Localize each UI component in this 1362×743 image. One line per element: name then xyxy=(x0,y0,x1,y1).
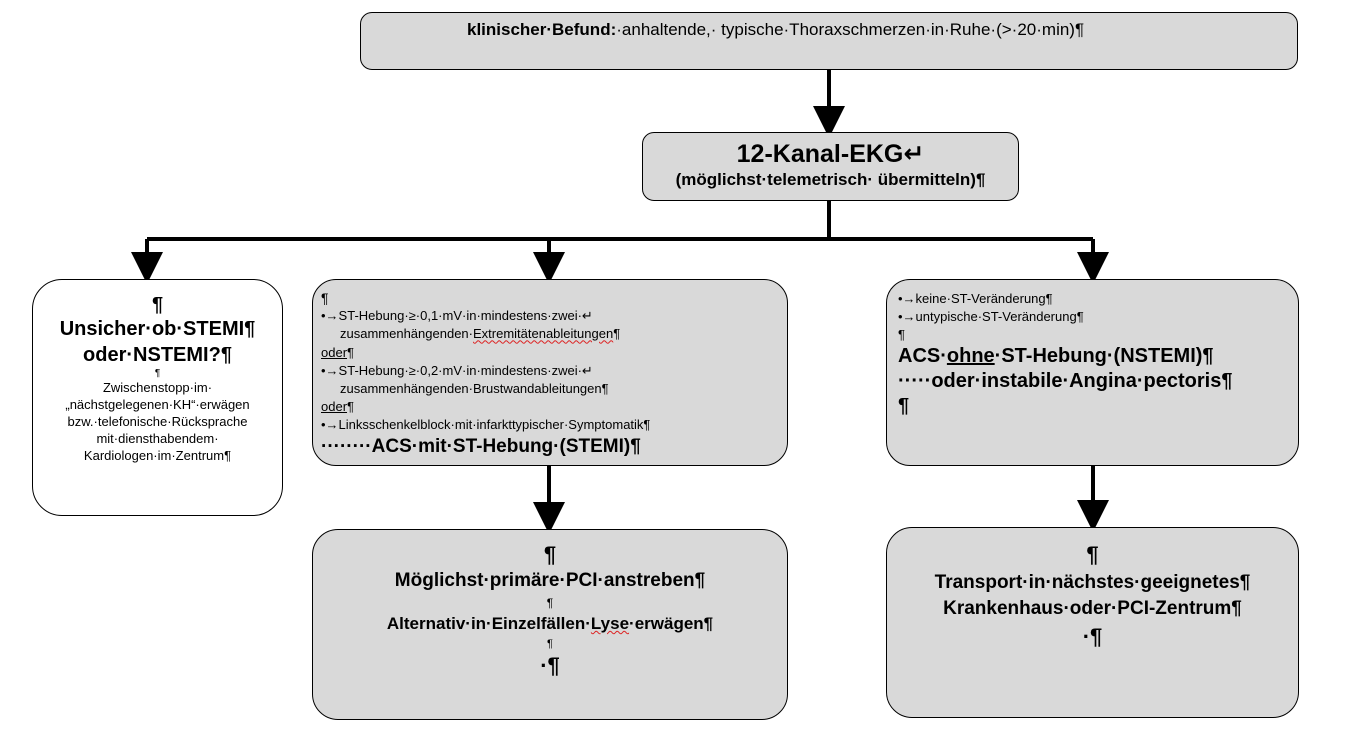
stemi-criterion-2: •→ST-Hebung·≥·0,2·mV·in·mindestens·zwei·… xyxy=(321,362,593,378)
stemi-or-1: oder¶ xyxy=(321,344,787,362)
unsure-title-2: oder·NSTEMI?¶ xyxy=(83,344,232,366)
pci-end: ·¶ xyxy=(540,653,560,678)
unsure-note-line: Kardiologen·im·Zentrum¶ xyxy=(83,448,232,463)
pci-small-pilcrow-2: ¶ xyxy=(547,638,553,650)
stemi-result-text: ACS·mit·ST-Hebung·(STEMI)¶ xyxy=(371,435,641,457)
pci-l2-wavy: Lyse xyxy=(590,614,630,633)
unsure-note: Zwischenstopp·im· „nächstgelegenen·KH“·e… xyxy=(33,379,282,464)
finding-text: ·anhaltende,· typische·Thoraxschmerzen·i… xyxy=(616,20,1085,39)
stemi-or-2: oder¶ xyxy=(321,398,787,416)
stemi-c1-text: zusammenhängenden· xyxy=(340,326,473,342)
stemi-or-1-word: oder xyxy=(321,344,348,360)
ekg-subtitle: (möglichst·telemetrisch· übermitteln)¶ xyxy=(675,170,986,189)
pci-line-1: Möglichst·primäre·PCI·anstreben¶ xyxy=(394,570,706,591)
unsure-stemi-box: ¶ Unsicher·ob·STEMI¶ oder·NSTEMI?¶ ¶ Zwi… xyxy=(32,279,283,516)
nstemi-r2-dots: ····· xyxy=(898,370,932,392)
stemi-result: ········ACS·mit·ST-Hebung·(STEMI)¶ xyxy=(321,435,787,459)
pci-pilcrow: ¶ xyxy=(543,542,557,567)
pci-line-2: Alternativ·in·Einzelfällen·Lyse·erwägen¶ xyxy=(313,613,787,635)
nstemi-criterion-2: •→untypische·ST-Veränderung¶ xyxy=(898,309,1084,324)
transport-pilcrow: ¶ xyxy=(1086,542,1099,567)
clinical-finding-box: klinischer·Befund:·anhaltende,· typische… xyxy=(360,12,1298,70)
finding-label: klinischer·Befund:·anhaltende,· typische… xyxy=(467,20,1084,39)
pci-l2-post: ·erwägen¶ xyxy=(629,614,714,633)
transport-line-2: Krankenhaus·oder·PCI-Zentrum¶ xyxy=(943,598,1242,619)
stemi-criterion-3: •→Linksschenkelblock·mit·infarkttypische… xyxy=(321,417,651,433)
nstemi-r1-pre: ACS· xyxy=(898,345,947,367)
nstemi-r1-underline: ohne xyxy=(946,345,995,367)
transport-end: ·¶ xyxy=(1082,624,1103,649)
unsure-note-line: Zwischenstopp·im· xyxy=(102,380,213,395)
transport-box: ¶ Transport·in·nächstes·geeignetes¶ Kran… xyxy=(886,527,1299,718)
pci-box: ¶ Möglichst·primäre·PCI·anstreben¶ ¶ Alt… xyxy=(312,529,788,720)
pci-l2-pre: Alternativ·in·Einzelfällen· xyxy=(386,614,591,633)
nstemi-result-1: ACS·ohne·ST-Hebung·(NSTEMI)¶ xyxy=(898,344,1298,369)
unsure-note-line: mit·diensthabendem· xyxy=(96,431,219,446)
transport-line-1: Transport·in·nächstes·geeignetes¶ xyxy=(934,572,1251,593)
stemi-pilcrow: ¶ xyxy=(321,290,329,306)
nstemi-result-2: ·····oder·instabile·Angina·pectoris¶ xyxy=(898,369,1298,394)
nstemi-box: •→keine·ST-Veränderung¶ •→untypische·ST-… xyxy=(886,279,1299,466)
unsure-note-line: „nächstgelegenen·KH“·erwägen xyxy=(65,397,250,412)
stemi-c1-end: ¶ xyxy=(613,326,621,342)
stemi-criterion-2-cont: zusammenhängenden·Brustwandableitungen¶ xyxy=(340,381,609,397)
stemi-c1-wavy: Extremitätenableitungen xyxy=(472,326,614,342)
unsure-pilcrow: ¶ xyxy=(151,294,164,316)
stemi-criteria-box: ¶ •→ST-Hebung·≥·0,1·mV·in·mindestens·zwe… xyxy=(312,279,788,466)
stemi-result-dots: ········ xyxy=(321,435,372,457)
nstemi-criterion-1: •→keine·ST-Veränderung¶ xyxy=(898,291,1053,306)
unsure-small-pilcrow: ¶ xyxy=(154,368,161,379)
stemi-or-1-mark: ¶ xyxy=(347,344,355,360)
finding-bold: klinischer·Befund: xyxy=(467,20,617,39)
unsure-title-1: Unsicher·ob·STEMI¶ xyxy=(59,318,256,340)
stemi-or-2-word: oder xyxy=(321,399,348,415)
ekg-box: 12-Kanal-EKG↵ (möglichst·telemetrisch· ü… xyxy=(642,132,1019,201)
pci-small-pilcrow: ¶ xyxy=(546,596,554,610)
nstemi-pilcrow-2: ¶ xyxy=(898,395,910,417)
nstemi-r1-post: ·ST-Hebung·(NSTEMI)¶ xyxy=(994,345,1214,367)
nstemi-r2-text: oder·instabile·Angina·pectoris¶ xyxy=(931,370,1233,392)
stemi-criterion-1: •→ST-Hebung·≥·0,1·mV·in·mindestens·zwei·… xyxy=(321,308,593,324)
stemi-or-2-mark: ¶ xyxy=(347,399,355,415)
nstemi-pilcrow: ¶ xyxy=(898,327,905,342)
unsure-note-line: bzw.·telefonische·Rücksprache xyxy=(67,414,248,429)
stemi-criterion-1-cont: zusammenhängenden·Extremitätenableitunge… xyxy=(321,325,787,343)
ekg-title: 12-Kanal-EKG↵ xyxy=(736,140,925,168)
